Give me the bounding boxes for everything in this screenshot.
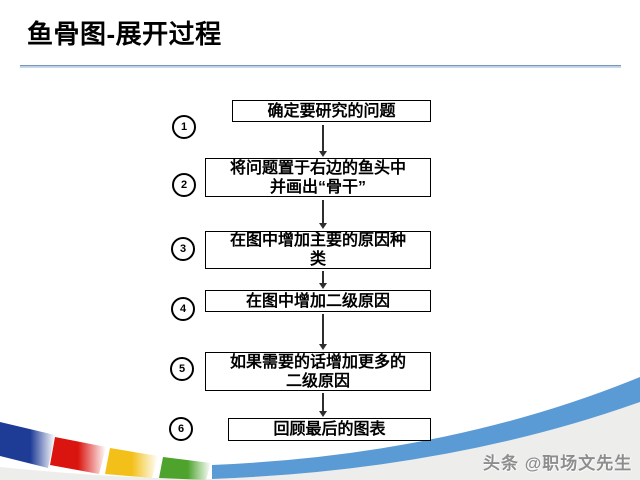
arrow-head-icon bbox=[319, 223, 327, 229]
flow-step-box-1: 确定要研究的问题 bbox=[232, 100, 431, 122]
arrow-head-icon bbox=[319, 411, 327, 417]
green-stripe bbox=[159, 457, 211, 480]
step-number-badge-6: 6 bbox=[169, 417, 193, 441]
flow-step-box-5: 如果需要的话增加更多的 二级原因 bbox=[205, 352, 431, 391]
blue-swoosh bbox=[212, 377, 640, 479]
arrow-shaft bbox=[322, 125, 324, 152]
flow-step-box-2: 将问题置于右边的鱼头中 并画出“骨干” bbox=[205, 158, 431, 197]
flow-step-box-6: 回顾最后的图表 bbox=[228, 418, 431, 441]
arrow-head-icon bbox=[319, 283, 327, 289]
arrow-head-icon bbox=[319, 151, 327, 157]
step-number-badge-1: 1 bbox=[172, 115, 196, 139]
red-stripe bbox=[50, 437, 106, 474]
arrow-shaft bbox=[322, 200, 324, 224]
flow-step-box-3: 在图中增加主要的原因种 类 bbox=[205, 231, 431, 269]
flow-step-box-4: 在图中增加二级原因 bbox=[205, 290, 431, 312]
step-number-badge-2: 2 bbox=[172, 173, 196, 197]
arrow-shaft bbox=[322, 271, 324, 284]
step-number-badge-5: 5 bbox=[170, 357, 194, 381]
bottom-decoration bbox=[0, 377, 640, 480]
yellow-stripe bbox=[105, 448, 158, 478]
watermark: 头条 @职场文先生 bbox=[483, 454, 633, 473]
slide-title: 鱼骨图-展开过程 bbox=[27, 19, 222, 49]
arrow-shaft bbox=[322, 393, 324, 412]
bottom-gray-wave bbox=[0, 402, 640, 480]
arrow-head-icon bbox=[319, 344, 327, 350]
navy-stripe bbox=[0, 422, 55, 468]
title-divider bbox=[20, 65, 621, 68]
step-number-badge-4: 4 bbox=[171, 297, 195, 321]
step-number-badge-3: 3 bbox=[171, 237, 195, 261]
arrow-shaft bbox=[322, 314, 324, 345]
